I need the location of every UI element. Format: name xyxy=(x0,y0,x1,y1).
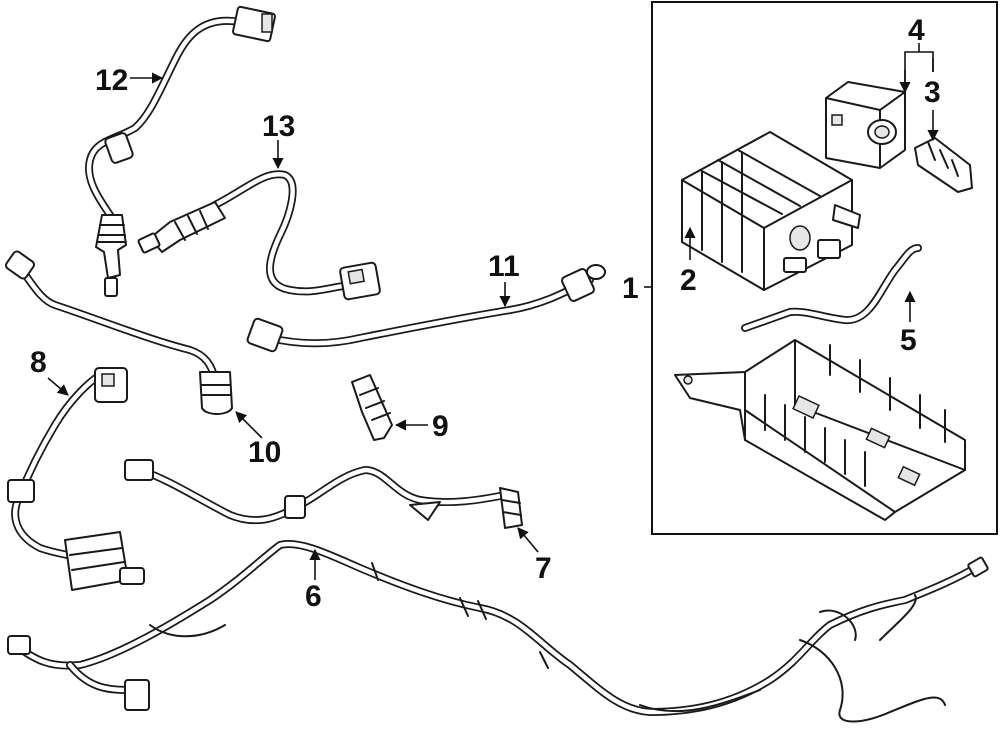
callout-13: 13 xyxy=(262,110,295,143)
canister-tray[interactable] xyxy=(674,339,966,521)
callout-9: 9 xyxy=(432,410,449,443)
leader-7 xyxy=(517,527,539,553)
part-2-carbon-canister[interactable] xyxy=(681,131,861,291)
part-7-vapor-line[interactable] xyxy=(124,459,523,529)
callout-2: 2 xyxy=(680,264,697,297)
callout-5: 5 xyxy=(900,324,917,357)
part-9-valve[interactable] xyxy=(351,374,393,441)
callout-10: 10 xyxy=(248,436,281,469)
callout-12: 12 xyxy=(95,64,128,97)
part-13-oxygen-sensor[interactable] xyxy=(137,170,381,301)
callout-1: 1 xyxy=(622,272,639,305)
callout-8: 8 xyxy=(30,346,47,379)
callout-6: 6 xyxy=(305,580,322,613)
part-4-vent-valve[interactable] xyxy=(825,81,906,169)
callout-11: 11 xyxy=(488,250,520,283)
part-11-hose[interactable] xyxy=(246,264,606,353)
part-3-pressure-sensor[interactable] xyxy=(914,137,973,193)
callout-4: 4 xyxy=(908,14,925,47)
callout-3: 3 xyxy=(924,76,941,109)
leader-8 xyxy=(47,377,69,396)
part-5-canister-hose[interactable] xyxy=(741,244,922,332)
callout-7: 7 xyxy=(535,552,552,585)
part-10-vent-hose[interactable] xyxy=(4,250,233,415)
part-6-vapor-harness[interactable] xyxy=(7,540,989,723)
part-12-oxygen-sensor[interactable] xyxy=(85,5,276,297)
part-8-purge-valve[interactable] xyxy=(7,367,145,591)
canister-assembly-frame xyxy=(651,1,998,535)
leader-10 xyxy=(235,411,263,439)
